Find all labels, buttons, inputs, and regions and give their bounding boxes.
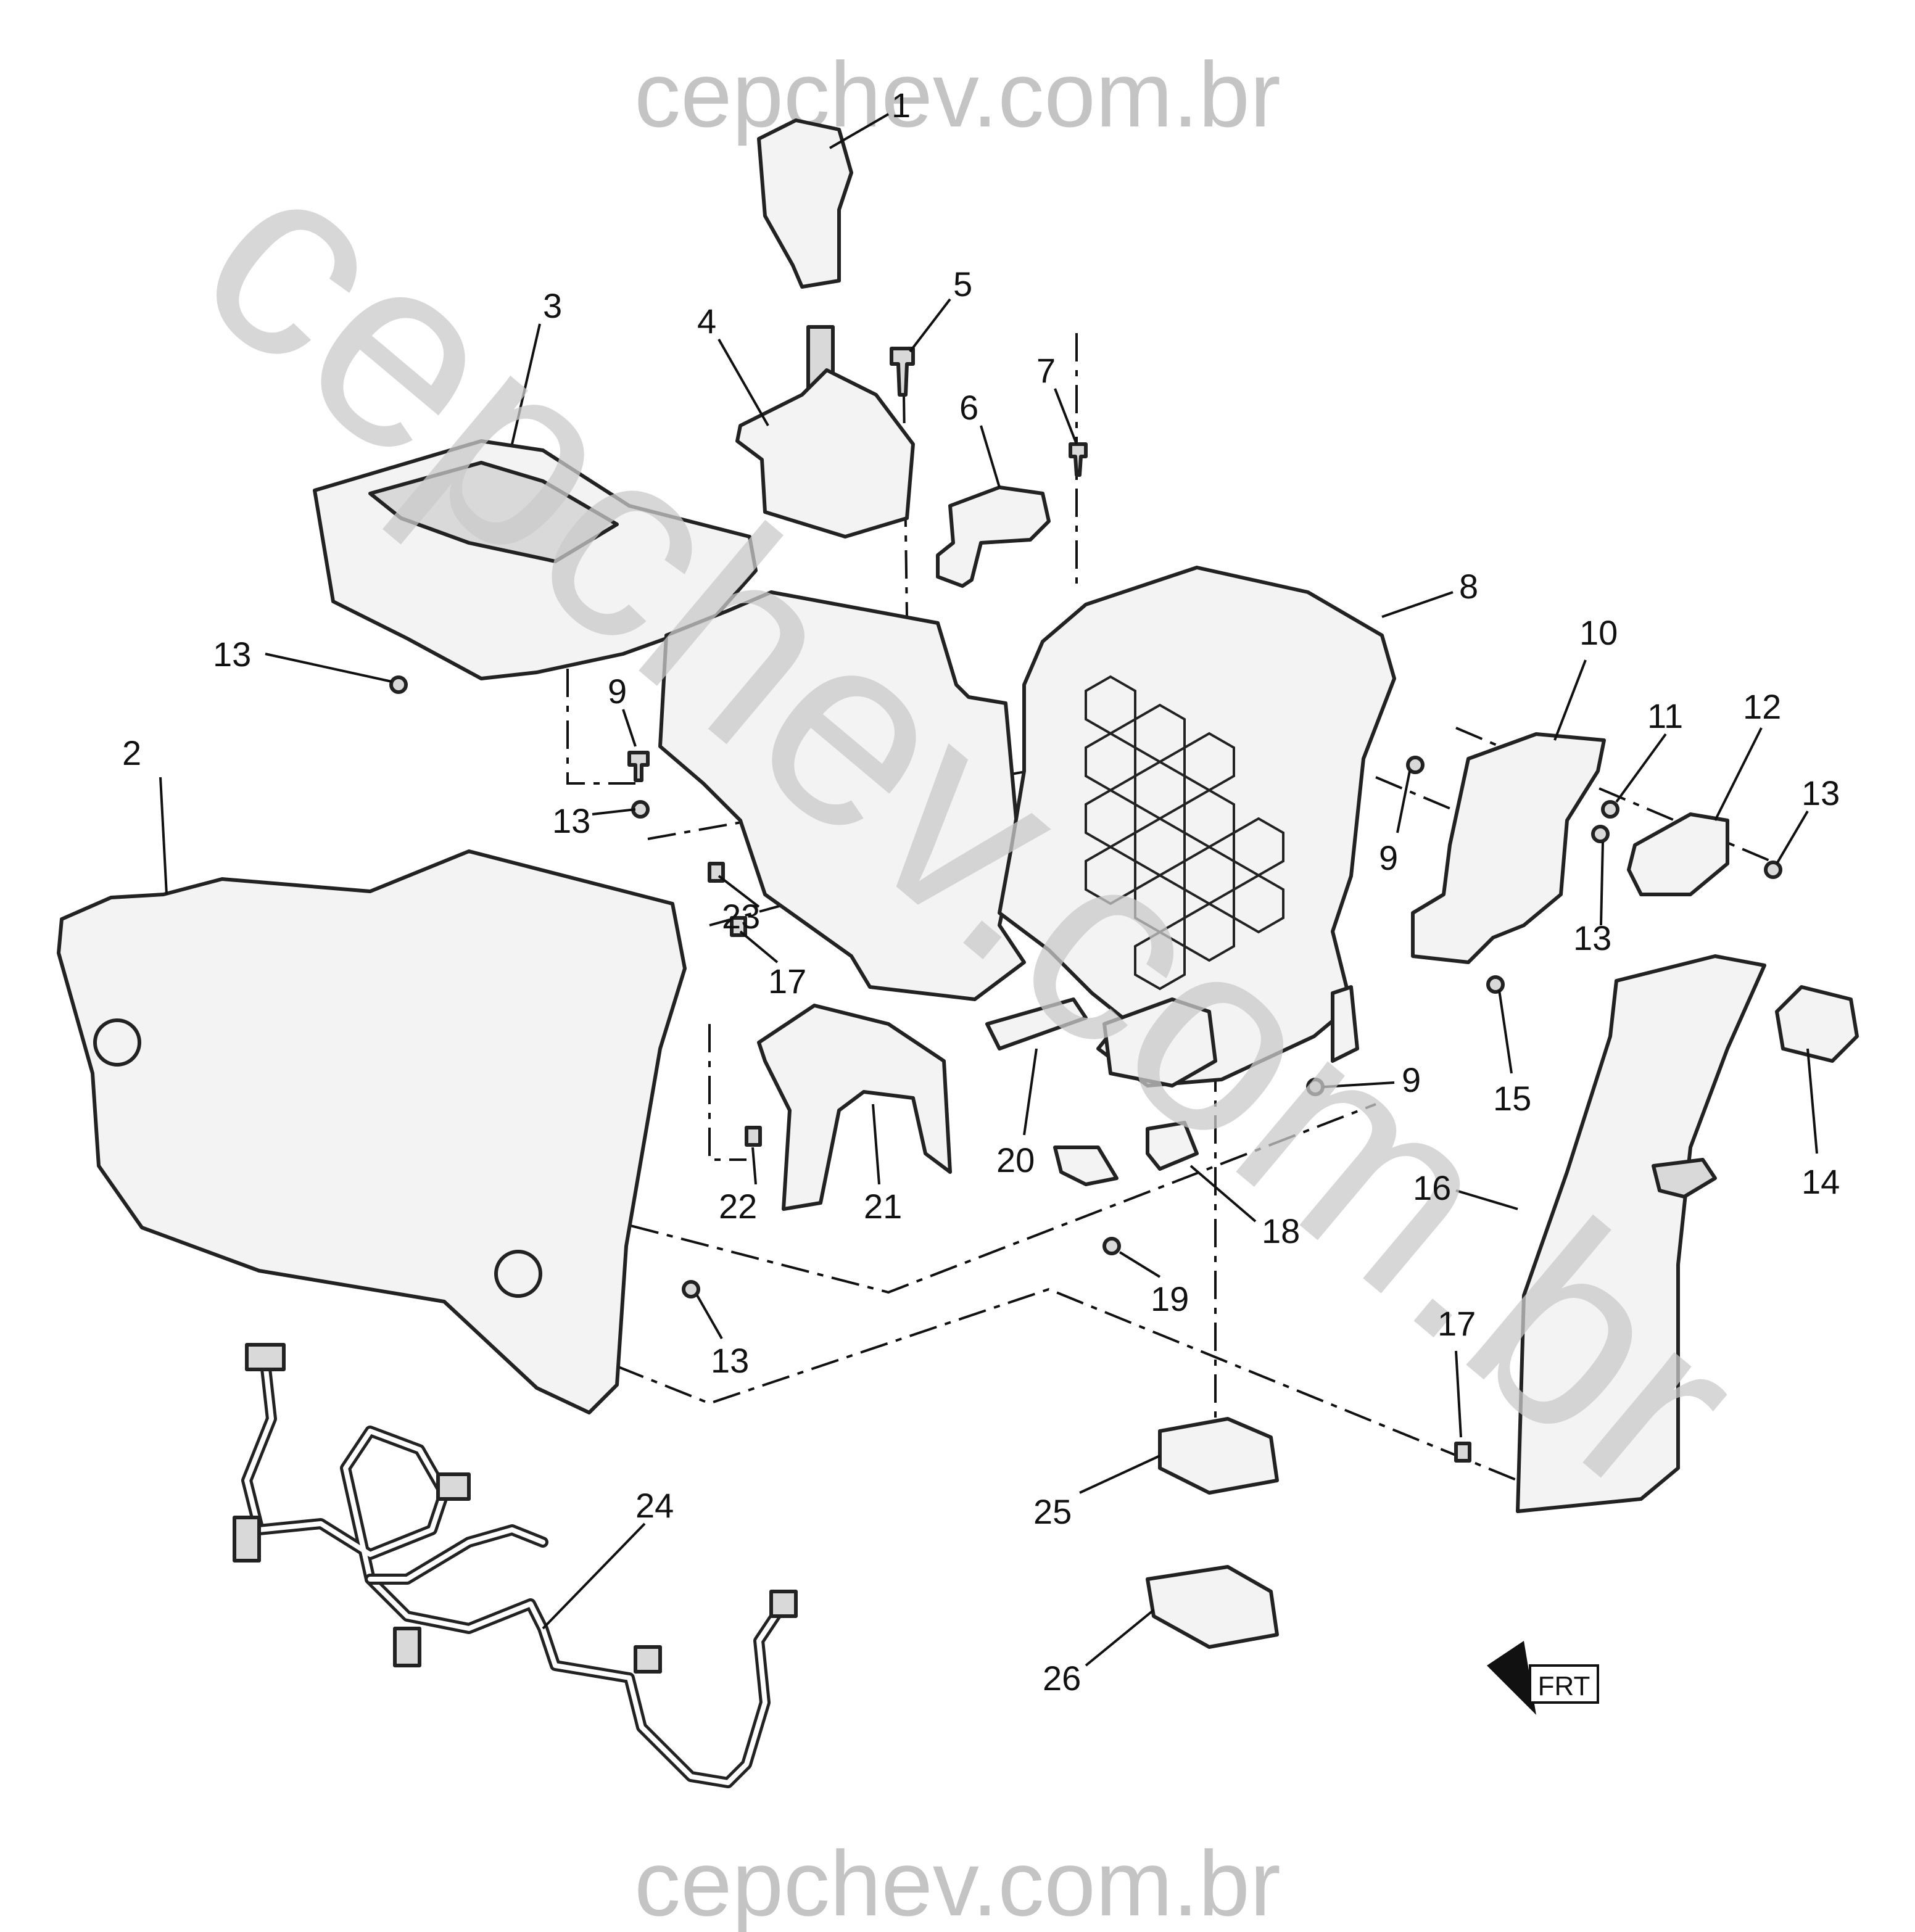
callout-7: 7 (1036, 351, 1056, 390)
callout-5: 5 (953, 265, 972, 303)
shifter-base (735, 368, 915, 539)
callout-9-right: 9 (1402, 1060, 1421, 1099)
callout-26: 26 (1043, 1659, 1081, 1698)
clip-17-lower (1454, 1442, 1471, 1463)
callout-24: 24 (635, 1486, 674, 1525)
callout-20: 20 (996, 1141, 1035, 1179)
callout-17-upper: 17 (768, 962, 806, 1001)
mount-plate (1627, 812, 1729, 896)
console-switch (1775, 985, 1859, 1063)
rear-panel-opening (1652, 1158, 1717, 1199)
front-indicator-label: FRT (1538, 1671, 1590, 1701)
callout-25: 25 (1033, 1492, 1072, 1531)
callout-22: 22 (719, 1187, 757, 1226)
console-side-panel (57, 849, 687, 1414)
callout-16: 16 (1413, 1168, 1451, 1207)
front-arrow-icon (1487, 1641, 1536, 1715)
callout-19: 19 (1151, 1279, 1189, 1318)
watermark-bottom: cepchev.com.br (634, 1831, 1281, 1932)
honeycomb-pattern (1085, 675, 1284, 991)
console-compartment (998, 566, 1396, 1088)
trim-plate-opening (368, 461, 619, 563)
callout-21: 21 (864, 1187, 902, 1226)
callout-6: 6 (959, 388, 978, 427)
callout-18: 18 (1262, 1212, 1300, 1250)
clip-17-upper (730, 916, 747, 937)
bolt-5 (890, 347, 915, 397)
callout-10: 10 (1579, 613, 1618, 652)
front-direction-indicator: FRT (1487, 1641, 1599, 1715)
console-support-bracket (757, 1004, 952, 1211)
callout-13-left: 13 (552, 801, 590, 840)
callout-23: 23 (722, 897, 760, 936)
receptacle-25 (1158, 1417, 1279, 1495)
callout-15: 15 (1493, 1079, 1531, 1118)
air-duct (936, 485, 1051, 588)
base-26 (1146, 1565, 1279, 1649)
callout-13-right: 13 (1801, 774, 1840, 812)
screw-7 (1069, 442, 1088, 477)
leader-lines (159, 113, 1818, 1667)
callout-4: 4 (697, 302, 716, 341)
callout-2: 2 (122, 733, 141, 772)
watermark-top: cepchev.com.br (634, 43, 1281, 146)
compartment-lower-housing (1102, 997, 1217, 1088)
module-18 (1146, 1121, 1199, 1171)
callout-1: 1 (891, 86, 911, 125)
callout-12: 12 (1743, 687, 1781, 726)
support-rail (985, 997, 1088, 1051)
callout-13-middle-right: 13 (1573, 919, 1611, 957)
compartment-side-tab (1331, 985, 1359, 1063)
console-side-bracket (1411, 732, 1606, 964)
clip-22 (745, 1126, 762, 1147)
clip-housing (1053, 1146, 1119, 1186)
callout-labels: 1 3 4 5 6 7 8 13 9 13 2 10 11 12 13 9 13… (122, 86, 1840, 1698)
callout-13-bottom: 13 (711, 1341, 749, 1380)
console-rear-trim-panel (1516, 954, 1766, 1513)
callout-17-lower: 17 (1437, 1304, 1476, 1343)
panel-opening-right (494, 1250, 542, 1298)
wiring-harness (233, 1343, 798, 1788)
callout-13-top-left: 13 (213, 635, 251, 674)
callout-9-left: 9 (608, 672, 627, 711)
callout-14: 14 (1801, 1162, 1840, 1201)
callout-11: 11 (1647, 696, 1683, 735)
console-front-bracket (658, 590, 1026, 1001)
shift-knob (757, 118, 853, 289)
panel-opening-left (93, 1018, 141, 1067)
callout-8: 8 (1459, 567, 1478, 606)
callout-3: 3 (543, 286, 562, 325)
callout-9-middle: 9 (1379, 838, 1398, 877)
